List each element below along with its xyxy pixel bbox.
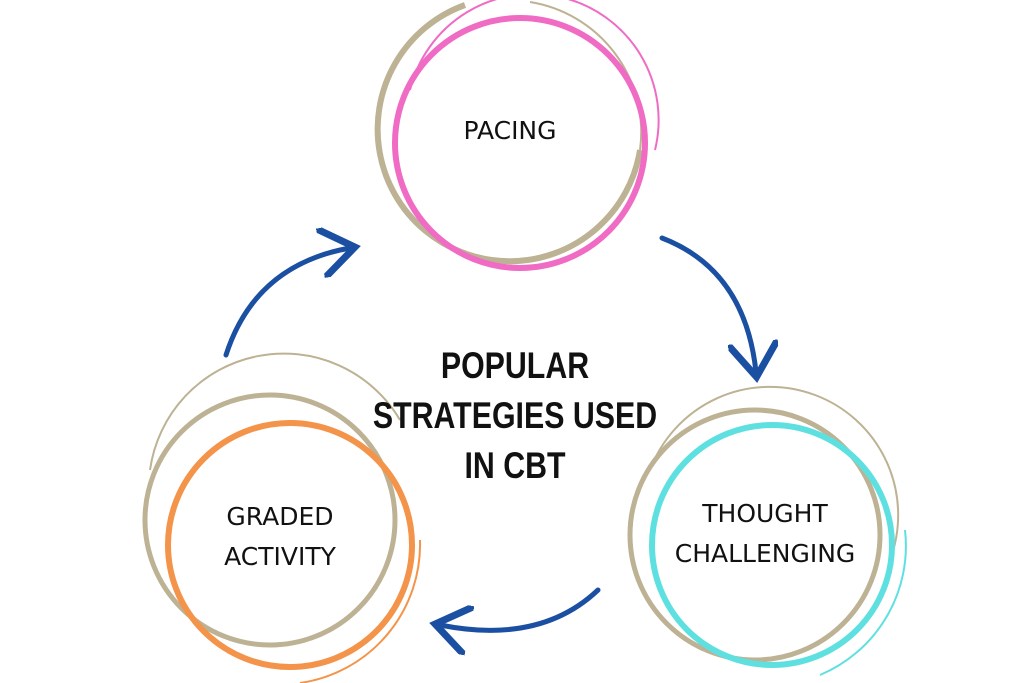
ring-cyan <box>649 422 895 668</box>
arrow-pacing-to-thought <box>659 235 756 372</box>
ring-pink <box>392 15 648 271</box>
ring-tan-thin <box>649 385 900 561</box>
node-label: PACING <box>463 116 556 145</box>
title-line1: POPULAR <box>441 345 589 387</box>
node-graded-activity: GRADED ACTIVITY <box>142 352 422 683</box>
node-thought-challenging: THOUGHT CHALLENGING <box>627 385 907 676</box>
ring-pink-thin <box>409 0 660 151</box>
title-line3: IN CBT <box>464 445 565 487</box>
node-label-line1: GRADED <box>226 502 333 531</box>
node-label-line2: ACTIVITY <box>224 542 337 571</box>
ring-tan <box>627 407 883 663</box>
ring-tan <box>374 2 643 265</box>
diagram-title: POPULAR STRATEGIES USED IN CBT <box>373 345 657 487</box>
arrow-thought-to-graded <box>440 587 601 630</box>
ring-cyan-thin <box>819 529 907 676</box>
arrow-graded-to-pacing <box>223 248 350 358</box>
node-pacing: PACING <box>374 0 660 271</box>
node-label-line2: CHALLENGING <box>675 539 856 568</box>
ring-tan <box>142 392 398 648</box>
node-label-line1: THOUGHT <box>701 499 828 528</box>
ring-orange <box>165 420 415 670</box>
ring-orange-thin <box>299 539 422 683</box>
ring-tan-thin <box>149 352 401 471</box>
title-line2: STRATEGIES USED <box>373 395 657 437</box>
